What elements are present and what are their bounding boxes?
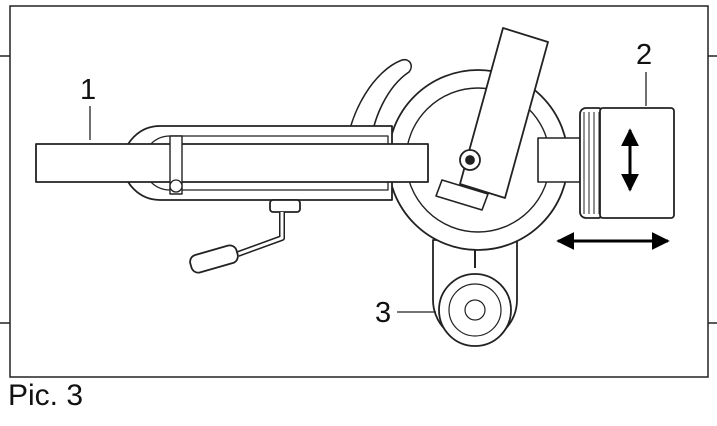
cable-connector [189,244,239,274]
tonearm-tube [35,143,429,183]
callout-label-1: 1 [80,74,96,106]
output-cable [236,212,285,257]
lever-screw-center [465,155,475,165]
callout-label-2: 2 [636,39,652,71]
clamp-screw [169,135,183,195]
knurl-pattern [583,112,600,214]
antiskate-dial-hub [464,299,486,321]
lift-lever-tip [435,179,489,211]
callout-label-3: 3 [375,297,391,329]
lift-lever [459,27,549,199]
counterweight-carrier [537,137,581,183]
output-cable-core [237,212,284,256]
figure-frame [9,5,709,378]
arm-knob [269,199,301,213]
clamp-nut [169,179,183,193]
counterweight [599,107,675,219]
figure-caption: Pic. 3 [8,379,84,412]
